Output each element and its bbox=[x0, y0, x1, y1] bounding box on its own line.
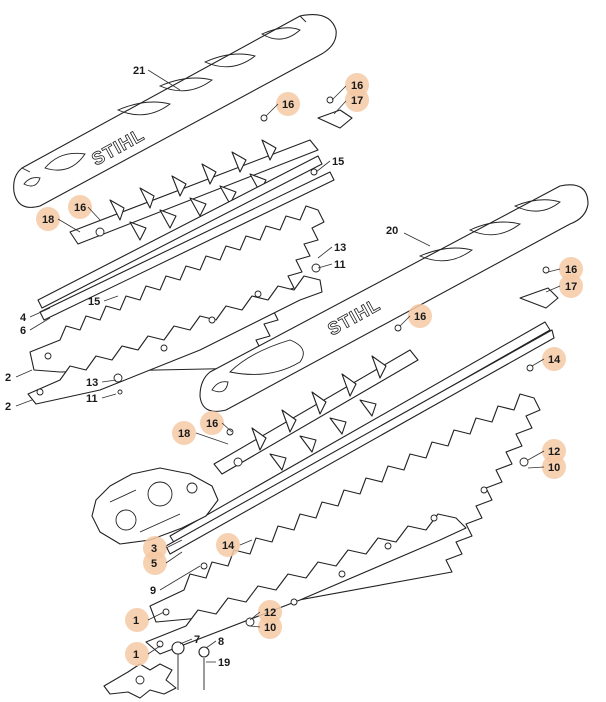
cutter-holder-upper bbox=[69, 139, 319, 245]
label-15-a: 15 bbox=[332, 156, 344, 168]
label-2-b: 2 bbox=[5, 401, 11, 413]
label-16-d: 16 bbox=[565, 264, 577, 276]
blade-guard-20: STIHL bbox=[199, 184, 589, 412]
label-18-a: 18 bbox=[42, 214, 54, 226]
label-9: 9 bbox=[150, 585, 156, 597]
leader-lines bbox=[15, 69, 561, 663]
label-16-f: 16 bbox=[206, 418, 218, 430]
label-13-a: 13 bbox=[334, 242, 346, 254]
label-16-c: 16 bbox=[74, 202, 86, 214]
highlight-badges bbox=[36, 73, 583, 666]
label-12-b: 12 bbox=[264, 607, 276, 619]
label-20: 20 bbox=[386, 225, 398, 237]
label-6: 6 bbox=[20, 325, 26, 337]
gearbox-housing bbox=[91, 467, 219, 545]
label-16-e: 16 bbox=[414, 311, 426, 323]
label-11-b: 11 bbox=[86, 393, 98, 405]
support-rail-lower bbox=[165, 321, 555, 555]
label-13-b: 13 bbox=[86, 377, 98, 389]
label-11-a: 11 bbox=[334, 259, 346, 271]
label-16-b: 16 bbox=[351, 80, 363, 92]
cutting-blade-upper bbox=[27, 205, 325, 405]
cutting-blade-lower bbox=[145, 393, 541, 655]
label-7: 7 bbox=[194, 634, 200, 646]
label-5: 5 bbox=[151, 558, 157, 570]
label-18-b: 18 bbox=[178, 428, 190, 440]
label-16-a: 16 bbox=[282, 99, 294, 111]
label-2-a: 2 bbox=[5, 372, 11, 384]
label-15-b: 15 bbox=[88, 296, 100, 308]
label-17-a: 17 bbox=[351, 95, 363, 107]
bottom-plate bbox=[103, 663, 177, 699]
support-rail-upper bbox=[37, 155, 335, 321]
label-14-a: 14 bbox=[548, 354, 561, 366]
label-14-b: 14 bbox=[222, 540, 235, 552]
cutter-holder-lower bbox=[213, 349, 419, 475]
label-17-b: 17 bbox=[565, 281, 577, 293]
label-4: 4 bbox=[20, 312, 27, 324]
label-3: 3 bbox=[151, 543, 157, 555]
label-21: 21 bbox=[133, 65, 145, 77]
label-12-a: 12 bbox=[548, 446, 560, 458]
fasteners bbox=[113, 96, 559, 690]
label-19: 19 bbox=[218, 657, 230, 669]
label-1-b: 1 bbox=[133, 649, 139, 661]
label-10-a: 10 bbox=[548, 462, 560, 474]
label-8: 8 bbox=[218, 636, 224, 648]
part-number-labels: 21 16 16 17 16 18 15 13 11 4 6 15 2 13 2… bbox=[5, 65, 577, 669]
label-1-a: 1 bbox=[133, 615, 139, 627]
label-10-b: 10 bbox=[264, 622, 276, 634]
